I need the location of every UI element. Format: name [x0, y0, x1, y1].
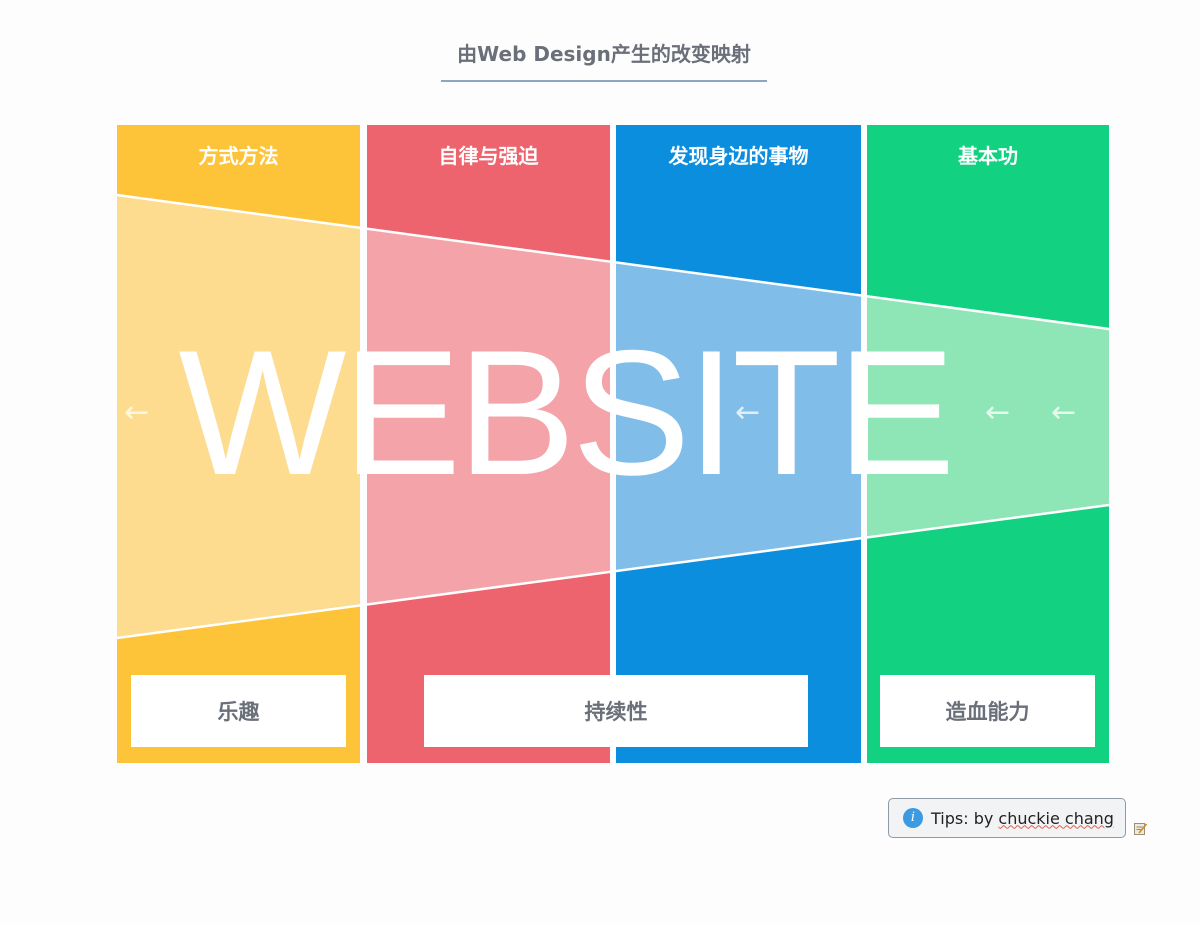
arrow-left-icon: ←	[735, 395, 761, 430]
column-header-discovery: 发现身边的事物	[668, 144, 809, 168]
column-header-method: 方式方法	[198, 144, 279, 168]
arrow-left-icon: ←	[985, 395, 1011, 430]
outcome-box-self-sustaining: 造血能力	[880, 675, 1095, 747]
info-icon: i	[903, 808, 923, 828]
note-edit-icon[interactable]	[1134, 822, 1147, 835]
column-header-discipline: 自律与强迫	[438, 144, 539, 168]
outcome-box-fun: 乐趣	[131, 675, 346, 747]
tips-box[interactable]: i Tips: by chuckie chang	[888, 798, 1126, 838]
arrow-left-icon: ←	[1051, 395, 1077, 430]
website-overlay-text: WEBSITE	[178, 313, 955, 512]
outcome-box-sustainability: 持续性	[424, 675, 808, 747]
arrow-left-icon: ←	[124, 395, 150, 430]
title-underline	[441, 80, 767, 82]
page-title: 由Web Design产生的改变映射	[457, 42, 751, 66]
tips-author: chuckie chang	[998, 808, 1114, 828]
tips-text: Tips: by chuckie chang	[931, 809, 1114, 828]
column-header-fundamentals: 基本功	[958, 144, 1018, 168]
tips-prefix: Tips: by	[931, 808, 999, 828]
